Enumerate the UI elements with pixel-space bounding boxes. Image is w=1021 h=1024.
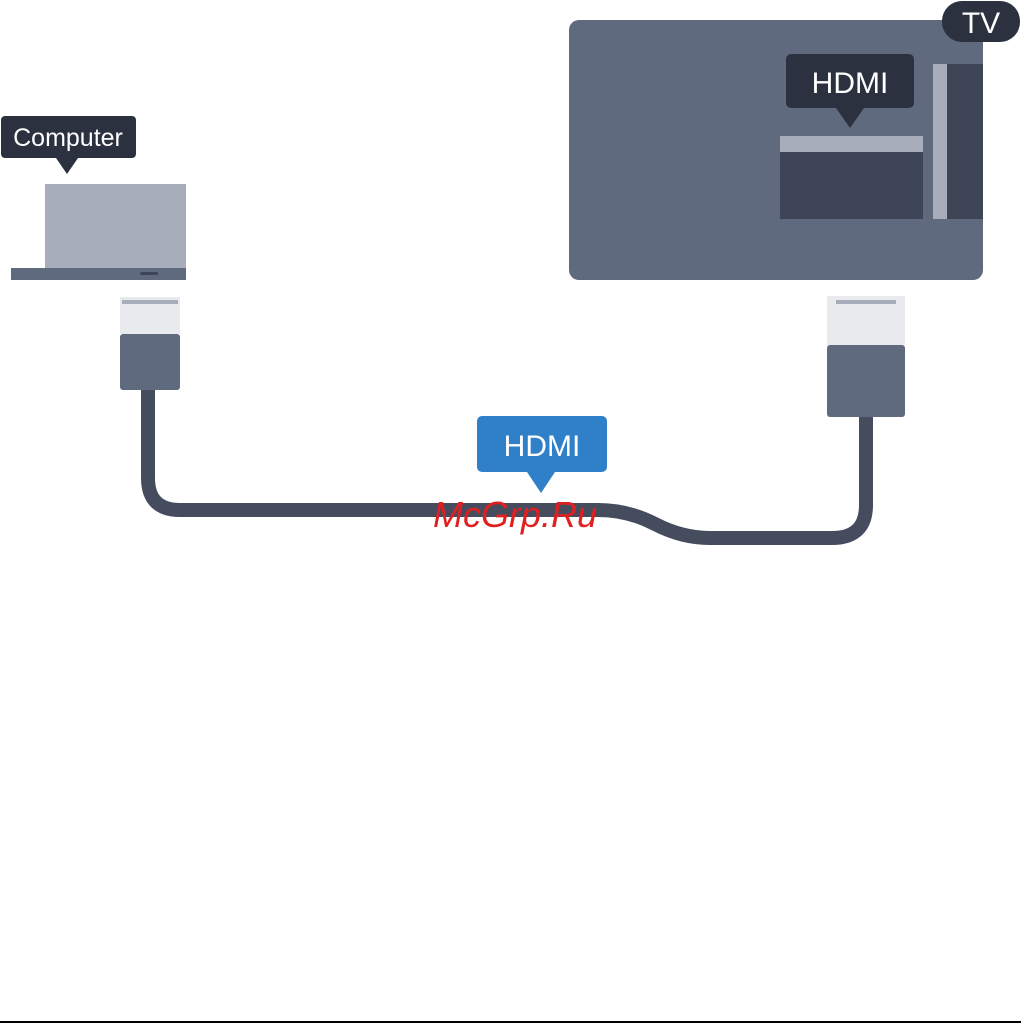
watermark-text: McGrp.Ru (433, 494, 597, 535)
hdmi-cable-label-text: HDMI (504, 430, 581, 463)
tv-label-text: TV (962, 7, 1000, 40)
computer-label: Computer (1, 116, 136, 174)
tv-icon (569, 20, 983, 280)
tv-label: TV (942, 1, 1020, 42)
bottom-rule (0, 1021, 1021, 1023)
hdmi-plug-right-icon (827, 296, 905, 417)
tv-hdmi-port-label-text: HDMI (812, 67, 889, 100)
computer-icon (11, 184, 186, 280)
hdmi-cable-label: HDMI (477, 416, 607, 493)
computer-label-text: Computer (13, 124, 123, 152)
hdmi-plug-left-icon (120, 297, 180, 390)
